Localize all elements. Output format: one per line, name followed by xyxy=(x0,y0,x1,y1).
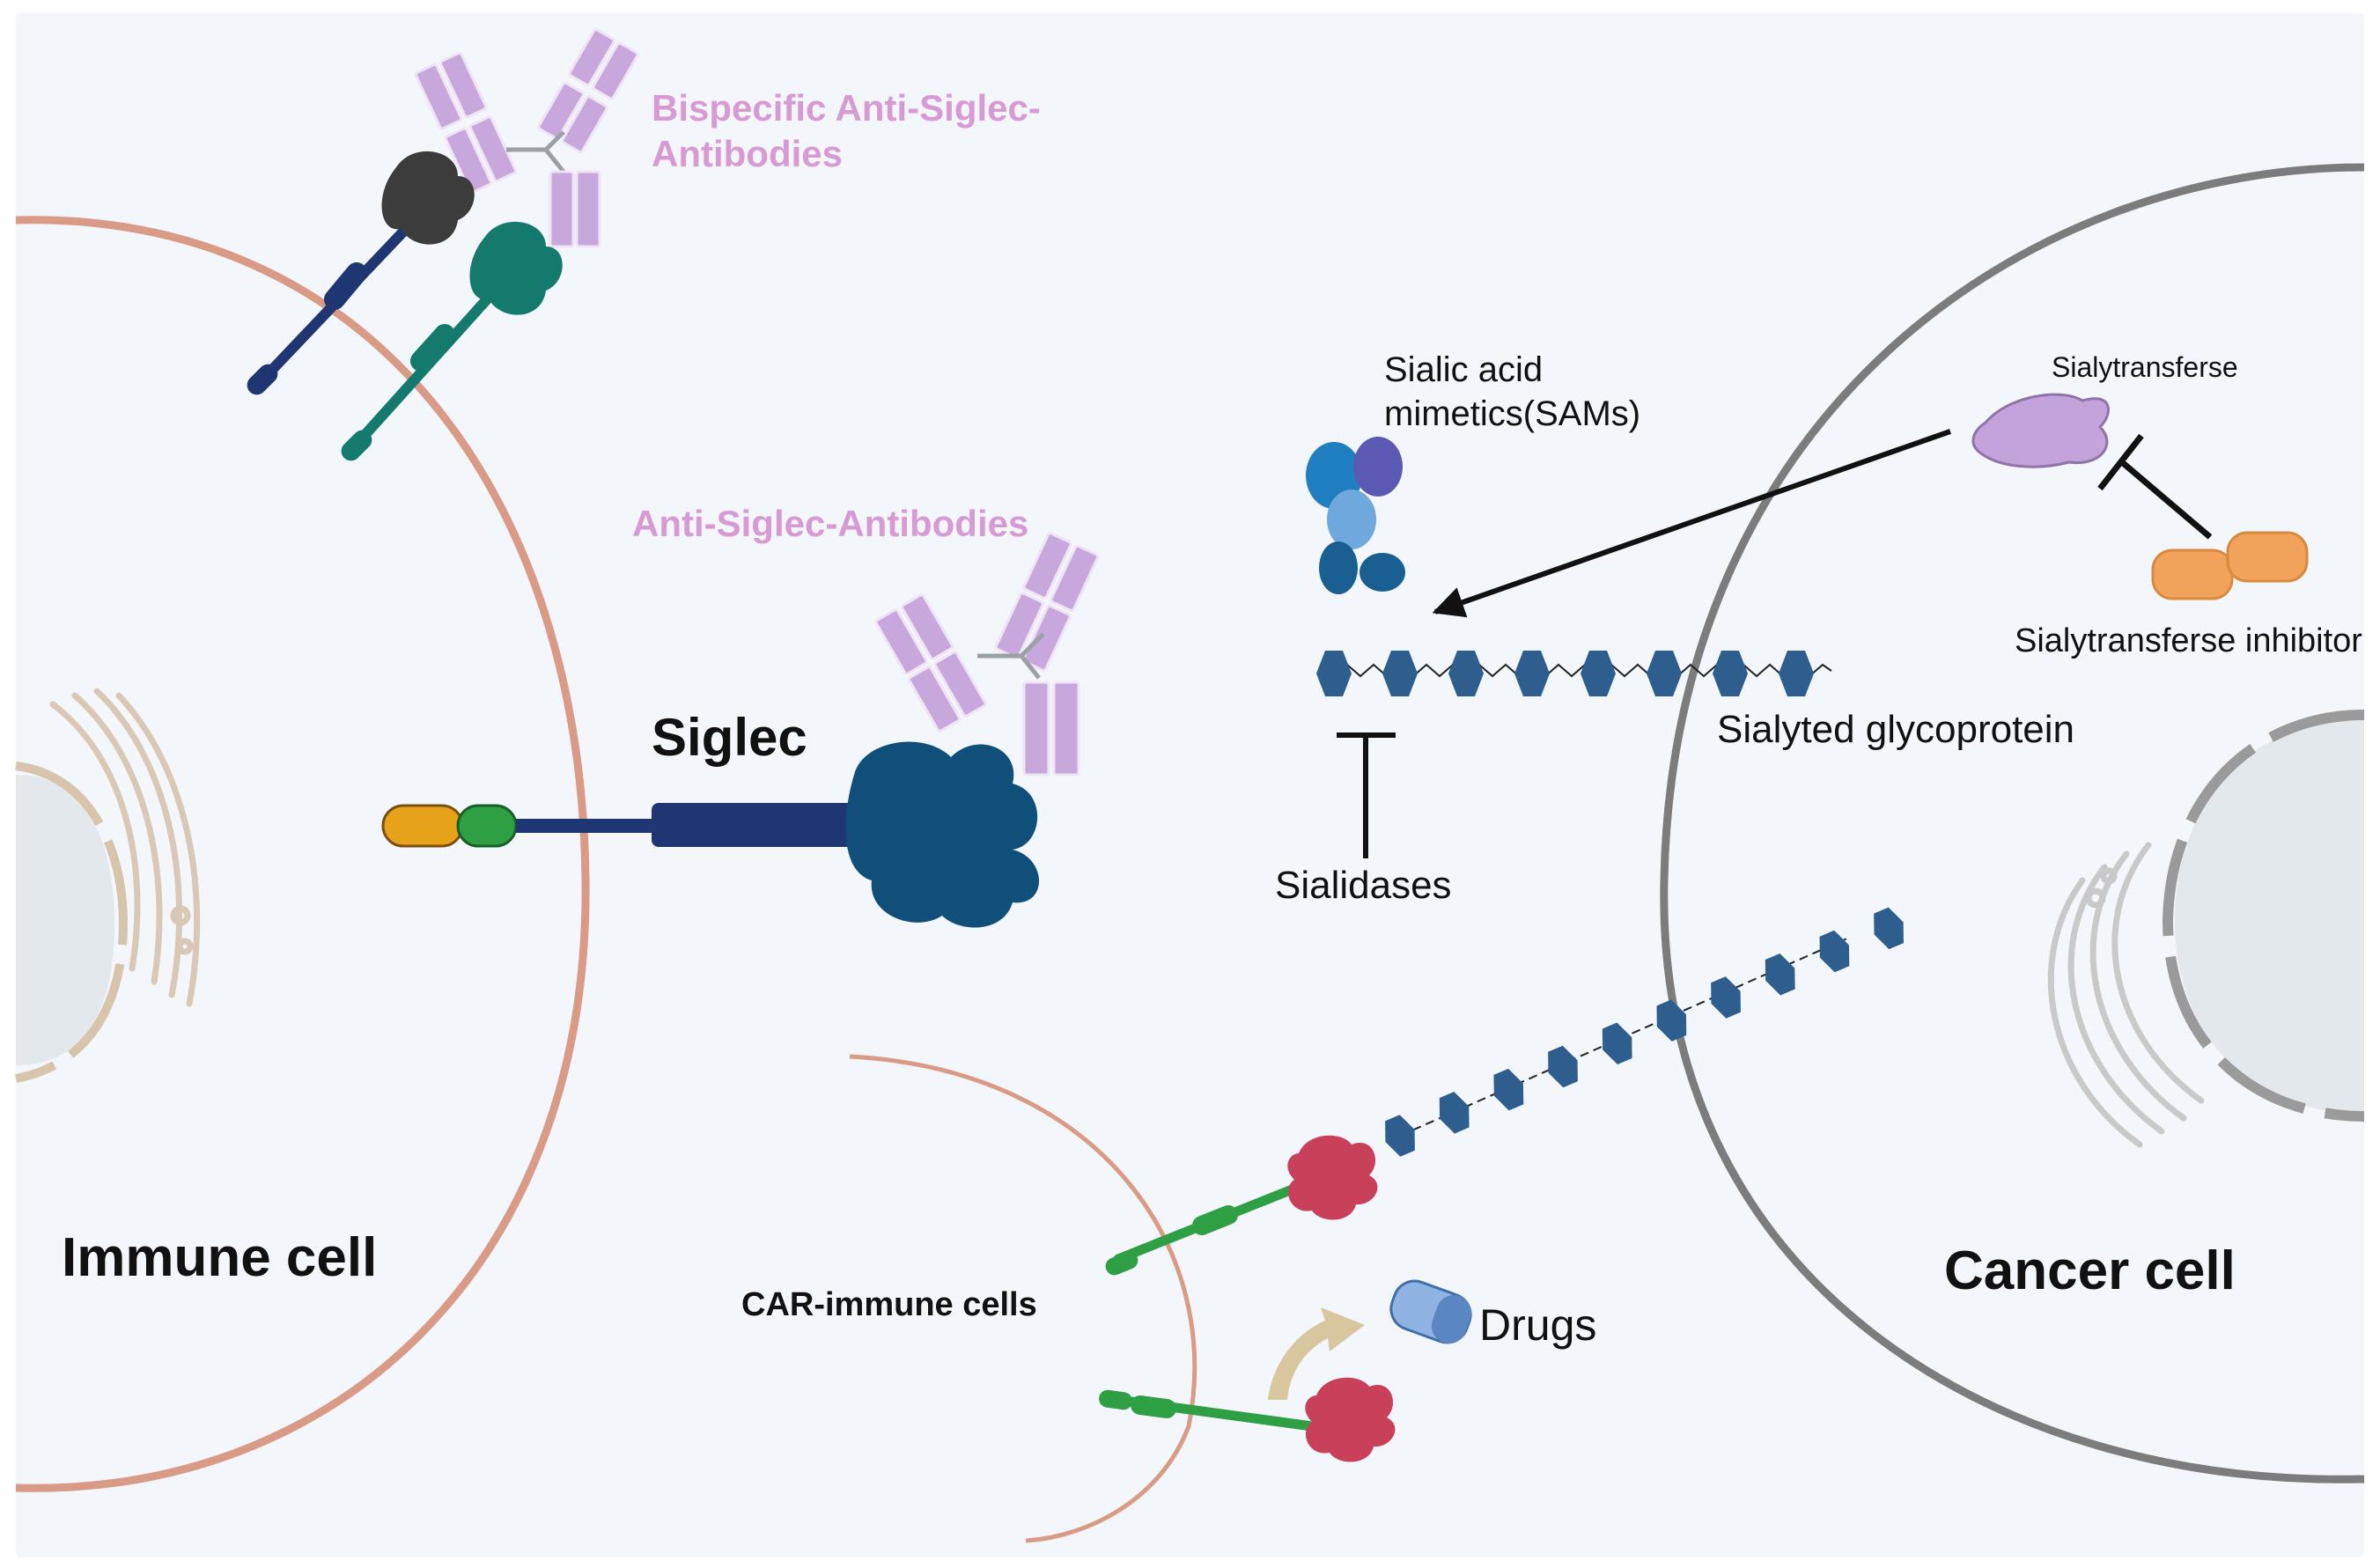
bispecific-antibody xyxy=(414,28,639,248)
label-sialic-line2: mimetics(SAMs) xyxy=(1384,394,1641,433)
sialylated-glycoprotein-chain-diagonal xyxy=(1377,904,1912,1160)
immune-golgi xyxy=(49,688,201,1007)
label-sialidases: Sialidases xyxy=(1275,864,1452,907)
siglec-dark-gray xyxy=(247,151,475,395)
sialylated-glycoprotein-chain xyxy=(1316,651,1832,696)
label-sialylated-glycoprotein: Sialyted glycoprotein xyxy=(1717,708,2075,751)
label-bispecific-line1: Bispecific Anti-Siglec- xyxy=(652,87,1041,129)
immune-nucleus-envelope xyxy=(15,762,129,1083)
label-anti-siglec: Anti-Siglec-Antibodies xyxy=(632,503,1029,544)
background-panel xyxy=(16,12,2364,1557)
siglec-receptor xyxy=(381,741,1039,928)
cancer-cell-membrane xyxy=(1660,163,2365,1483)
label-drugs: Drugs xyxy=(1479,1300,1597,1350)
immune-nucleus xyxy=(16,775,114,1065)
car-cell-membrane xyxy=(849,1054,1197,1543)
label-car-immune-cells: CAR-immune cells xyxy=(741,1286,1037,1323)
label-siglec: Siglec xyxy=(652,708,807,767)
anti-siglec-antibody xyxy=(874,532,1100,777)
siglec-teal xyxy=(341,221,563,461)
drug-release-arrow xyxy=(1268,1307,1365,1400)
label-sialic-line1: Sialic acid xyxy=(1384,350,1544,389)
car-receptor-upper xyxy=(1105,1135,1378,1276)
cancer-golgi xyxy=(2047,842,2205,1148)
car-receptor-lower xyxy=(1099,1377,1396,1462)
label-sialyltransferase: Sialytransferse xyxy=(2052,351,2238,383)
sialyltransferase-inhibitor xyxy=(2151,531,2309,600)
sialidase-t-bar xyxy=(1337,732,1396,858)
label-cancer-cell: Cancer cell xyxy=(1944,1240,2236,1301)
cancer-nucleus-envelope xyxy=(2162,710,2365,1122)
inhibitor-t-bar xyxy=(2097,433,2213,540)
immune-cell-membrane xyxy=(15,216,590,1492)
drug-capsule-icon xyxy=(1389,1279,1472,1344)
label-sialyltransferase-inhibitor: Sialytransferse inhibitor xyxy=(2015,622,2362,659)
sialic-acid-mimetics xyxy=(1306,437,1405,594)
label-immune-cell: Immune cell xyxy=(62,1227,378,1288)
cancer-nucleus xyxy=(2175,718,2364,1114)
sialyltransferase-enzyme xyxy=(1971,393,2111,468)
label-bispecific-line2: Antibodies xyxy=(652,133,843,174)
sialylation-arrow xyxy=(1432,429,1951,618)
